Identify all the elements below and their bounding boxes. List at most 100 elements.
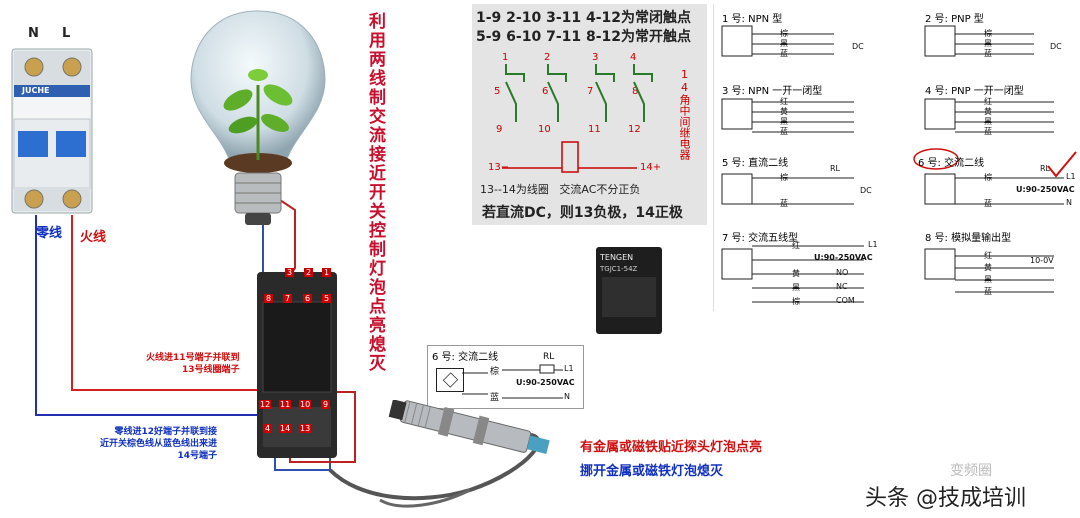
socket-num-10: 10 bbox=[299, 400, 312, 409]
t1-wire-brown: 棕 bbox=[780, 29, 788, 38]
sensor-type-5-title: 5 号: 直流二线 bbox=[722, 158, 789, 169]
t7-wire-red: 红 bbox=[792, 241, 800, 250]
small-diagram-title: 6 号: 交流二线 bbox=[432, 352, 499, 363]
t6-n: N bbox=[1066, 198, 1072, 207]
relay-mid-6: 6 bbox=[542, 86, 549, 97]
small-sensor-symbol bbox=[436, 368, 464, 392]
sensor-types-drawing bbox=[721, 25, 1077, 303]
breaker-label-l: L bbox=[62, 26, 71, 41]
relay-line-2: 5-9 6-10 7-11 8-12为常开触点 bbox=[476, 29, 692, 45]
t5-note: DC bbox=[860, 186, 872, 195]
proximity-sensor bbox=[380, 399, 570, 460]
t7-nc: NC bbox=[836, 282, 848, 291]
relay-dc-note: 若直流DC，则13负极，14正极 bbox=[482, 205, 683, 221]
relay-side-label: 14角中间继电器 bbox=[678, 68, 691, 160]
t8-wire-blue: 蓝 bbox=[984, 287, 992, 296]
t6-wire-brown: 棕 bbox=[984, 173, 992, 182]
relay-top-1: 1 bbox=[502, 52, 509, 63]
t7-wire-brown: 棕 bbox=[792, 297, 800, 306]
t7-wire-black: 黑 bbox=[792, 283, 800, 292]
vertical-title: 利用两线制交流接近开关控制灯泡点亮熄灭 bbox=[365, 12, 385, 373]
live-label: 火线 bbox=[80, 230, 107, 245]
annotation-live-to-11: 火线进11号端子并联到 13号线圈端子 bbox=[146, 353, 240, 375]
t3-wire-yellow: 黄 bbox=[780, 107, 788, 116]
sensor-type-8-title: 8 号: 模拟量输出型 bbox=[925, 233, 1012, 244]
t8-note: 10-0V bbox=[1030, 256, 1054, 265]
t4-wire-red: 红 bbox=[984, 97, 992, 106]
relay-bottom-10: 10 bbox=[538, 124, 551, 135]
t2-wire-brown: 棕 bbox=[984, 29, 992, 38]
t4-wire-yellow: 黄 bbox=[984, 107, 992, 116]
small-ac2wire-diagram: 6 号: 交流二线 RL 棕 L1 U:90-250VAC 蓝 N bbox=[427, 345, 584, 409]
circuit-breaker: JUCHE bbox=[10, 45, 95, 217]
t6-wire-blue: 蓝 bbox=[984, 199, 992, 208]
relay-contacts-drawing bbox=[502, 64, 653, 173]
socket-num-1: 1 bbox=[322, 268, 332, 277]
sensor-type-1-title: 1 号: NPN 型 bbox=[722, 14, 783, 25]
socket-num-2: 2 bbox=[304, 268, 314, 277]
relay-bottom-11: 11 bbox=[588, 124, 601, 135]
bulb-drawing bbox=[190, 10, 326, 225]
small-diagram-l1: L1 bbox=[564, 364, 574, 373]
t4-wire-blue: 蓝 bbox=[984, 127, 992, 136]
small-diagram-brown: 棕 bbox=[490, 367, 500, 377]
t5-rl: RL bbox=[830, 164, 841, 173]
t3-wire-black: 黑 bbox=[780, 117, 788, 126]
socket-num-5: 5 bbox=[322, 294, 332, 303]
annotation-metal-away: 挪开金属或磁铁灯泡熄灭 bbox=[580, 464, 724, 479]
relay-coil-right: 14+ bbox=[640, 162, 662, 173]
t5-wire-blue: 蓝 bbox=[780, 199, 788, 208]
annotation-metal-near: 有金属或磁铁贴近探头灯泡点亮 bbox=[580, 440, 763, 455]
t1-wire-black: 黑 bbox=[780, 39, 788, 48]
relay-chip-brand: TENGEN bbox=[600, 253, 634, 262]
t7-wire-yellow: 黄 bbox=[792, 269, 800, 278]
t7-note: U:90-250VAC bbox=[814, 253, 873, 262]
t6-l1: L1 bbox=[1066, 172, 1076, 181]
t7-no: NO bbox=[836, 268, 849, 277]
t6-note: U:90-250VAC bbox=[1016, 185, 1075, 194]
sensor-type-3-title: 3 号: NPN 一开一闭型 bbox=[722, 86, 823, 97]
relay-mid-7: 7 bbox=[587, 86, 594, 97]
relay-chip-label bbox=[602, 277, 656, 317]
t5-wire-brown: 棕 bbox=[780, 173, 788, 182]
t1-wire-blue: 蓝 bbox=[780, 49, 788, 58]
breaker-label-n: N bbox=[28, 26, 39, 41]
annotation-neutral-to-12: 零线进12好端子并联到接 近开关棕色线从蓝色线出来进 14号端子 bbox=[100, 427, 218, 461]
sensor-type-2-title: 2 号: PNP 型 bbox=[925, 14, 984, 25]
t8-wire-yellow: 黄 bbox=[984, 263, 992, 272]
relay-table: 1-9 2-10 3-11 4-12为常闭触点 5-9 6-10 7-11 8-… bbox=[472, 4, 707, 225]
relay-mid-8: 8 bbox=[632, 86, 639, 97]
t7-com: COM bbox=[836, 296, 855, 305]
t3-wire-blue: 蓝 bbox=[780, 127, 788, 136]
breaker-drawing bbox=[11, 48, 93, 214]
proximity-sensor-drawing bbox=[388, 399, 550, 454]
socket-num-11: 11 bbox=[279, 400, 292, 409]
t7-l1: L1 bbox=[868, 240, 878, 249]
t1-note: DC bbox=[852, 42, 864, 51]
relay-bottom-9: 9 bbox=[496, 124, 503, 135]
small-diagram-n: N bbox=[564, 392, 570, 401]
socket-num-4: 4 bbox=[263, 424, 273, 433]
small-diagram-voltage: U:90-250VAC bbox=[516, 378, 575, 387]
socket-num-12: 12 bbox=[259, 400, 272, 409]
small-diagram-rl: RL bbox=[543, 352, 555, 362]
socket-num-14: 14 bbox=[279, 424, 292, 433]
relay-coil-left: 13− bbox=[488, 162, 510, 173]
socket-num-9: 9 bbox=[321, 400, 331, 409]
relay-mid-5: 5 bbox=[494, 86, 501, 97]
small-diagram-lines bbox=[462, 364, 563, 399]
socket-num-3: 3 bbox=[285, 268, 295, 277]
t8-wire-red: 红 bbox=[984, 251, 992, 260]
sensor-type-6-title: 6 号: 交流二线 bbox=[918, 158, 985, 169]
light-bulb bbox=[183, 5, 333, 245]
t6-rl: RL bbox=[1040, 164, 1051, 173]
relay-line-1: 1-9 2-10 3-11 4-12为常闭触点 bbox=[476, 10, 692, 26]
breaker-brand: JUCHE bbox=[22, 86, 50, 95]
watermark-main: 头条 @技成培训 bbox=[865, 486, 1026, 511]
sensor-type-7-title: 7 号: 交流五线型 bbox=[722, 233, 799, 244]
relay-top-3: 3 bbox=[592, 52, 599, 63]
relay-bottom-12: 12 bbox=[628, 124, 641, 135]
t3-wire-red: 红 bbox=[780, 97, 788, 106]
relay-chip-model: TGJC1-54Z bbox=[600, 265, 638, 273]
relay-top-4: 4 bbox=[630, 52, 637, 63]
